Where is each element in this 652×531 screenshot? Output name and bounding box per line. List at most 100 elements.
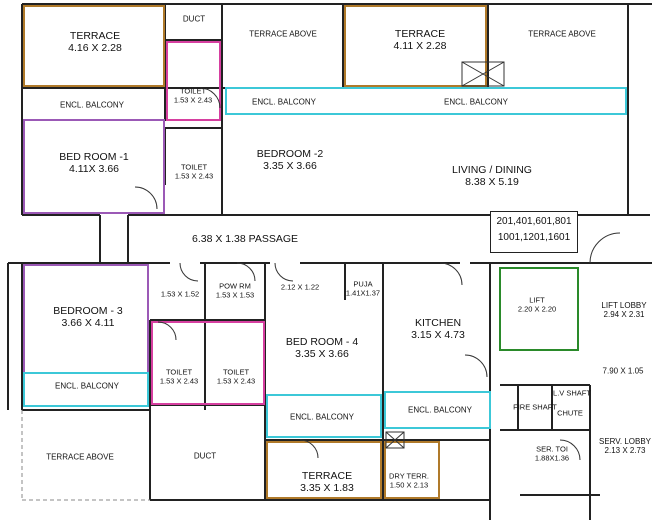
pow-rm-label: POW RM 1.53 X 1.53 [216,282,254,299]
room-dim: 2.12 X 1.22 [280,282,320,292]
room-dim: 1.88X1.36 [534,453,570,462]
room-dim: 1.53 X 2.43 [173,95,213,104]
room-dim: 1.53 X 2.43 [159,376,199,385]
unit-numbers-line2: 1001,1201,1601 [497,232,571,243]
room-dim: 8.38 X 5.19 [465,176,519,188]
puja-label: PUJA 1.41X1.37 [346,280,380,297]
room-name: TOILET [165,367,193,377]
room-name: TERRACE ABOVE [249,29,317,39]
bedroom-2-label: BEDROOM -2 3.35 X 3.66 [257,148,324,172]
duct-top-label: DUCT [183,14,205,23]
room-dim: 1.50 X 2.13 [389,480,429,489]
room-dim: 4.11 X 2.28 [393,40,447,52]
toilet-low-a-label: TOILET 1.53 X 2.43 [160,368,198,385]
room-dim: 3.35 X 3.66 [295,348,349,360]
bedroom-4-label: BED ROOM - 4 3.35 X 3.66 [286,336,358,360]
room-name: LIFT [529,295,545,305]
space-153-label: 1.53 X 1.52 [160,289,200,300]
living-dining-label: LIVING / DINING 8.38 X 5.19 [452,164,532,188]
lift-label: LIFT 2.20 X 2.20 [518,296,556,313]
room-name: TOILET [179,86,207,96]
room-name: BEDROOM -2 [256,147,324,160]
room-name: ENCL. BALCONY [59,100,125,110]
room-name: KITCHEN [414,316,462,329]
encl-balcony-kitchen-label: ENCL. BALCONY [408,405,472,414]
room-dim: 1.53 X 1.52 [160,289,200,299]
room-dim: 2.94 X 2.31 [603,310,645,319]
room-dim: 3.15 X 4.73 [411,329,465,341]
room-name: FIRE SHAFT [513,402,557,412]
chute-label: CHUTE [557,408,583,419]
corridor-label: 7.90 X 1.05 [603,366,644,375]
room-dim: 3.66 X 4.11 [61,317,115,329]
room-name: PUJA [353,279,373,289]
room-name: POW RM [219,281,251,291]
room-dim: 7.90 X 1.05 [602,366,644,376]
room-dim: 2.20 X 2.20 [517,304,557,313]
room-dim: 1.53 X 2.43 [174,171,214,180]
room-dim: 4.11X 3.66 [68,163,119,175]
room-dim: 2.13 X 2.73 [604,446,646,455]
room-name: BED ROOM - 4 [285,335,359,348]
room-dim: 1.53 X 2.43 [216,376,256,385]
room-name: ENCL. BALCONY [54,381,120,391]
room-name: DRY TERR. [388,471,430,481]
room-name: ENCL. BALCONY [407,405,473,415]
room-name: LIFT LOBBY [601,300,647,310]
lift-lobby-label: LIFT LOBBY 2.94 X 2.31 [601,301,646,319]
room-name: CHUTE [557,408,583,418]
room-name: SERV. LOBBY [598,436,652,446]
room-name: ENCL. BALCONY [251,97,317,107]
room-dim: 1.53 X 1.53 [215,290,255,299]
room-name: DUCT [193,451,217,461]
fire-shaft-label: FIRE SHAFT [513,402,557,413]
bedroom-3-label: BEDROOM - 3 3.66 X 4.11 [53,305,122,329]
room-name: TERRACE [394,27,446,40]
encl-balcony-b3-label: ENCL. BALCONY [55,381,119,390]
room-name: SER. TOI [536,444,568,454]
room-dim: 1.41X1.37 [345,288,381,297]
room-dim: 3.35 X 3.66 [263,160,317,172]
encl-balcony-top-right-label: ENCL. BALCONY [444,97,508,106]
encl-balcony-top-mid-label: ENCL. BALCONY [252,97,316,106]
lv-shaft-label: L.V SHAFT [553,388,591,399]
toilet-low-b-label: TOILET 1.53 X 2.43 [217,368,255,385]
room-name: 6.38 X 1.38 PASSAGE [191,232,299,245]
ser-toilet-label: SER. TOI 1.88X1.36 [535,445,569,462]
room-name: TERRACE [301,469,353,482]
kitchen-label: KITCHEN 3.15 X 4.73 [411,317,465,341]
room-name: TERRACE ABOVE [46,452,114,462]
encl-balcony-top-left-label: ENCL. BALCONY [60,100,124,109]
room-dim: 4.16 X 2.28 [68,42,122,54]
bedroom-1-label: BED ROOM -1 4.11X 3.66 [59,151,128,175]
encl-balcony-b4-label: ENCL. BALCONY [290,412,354,421]
room-name: DUCT [182,14,206,24]
toilet-top-a-label: TOILET 1.53 X 2.43 [174,87,212,104]
dry-terrace-label: DRY TERR. 1.50 X 2.13 [389,472,429,489]
room-name: ENCL. BALCONY [443,97,509,107]
room-name: TERRACE [69,29,121,42]
unit-numbers-line1: 201,401,601,801 [496,216,572,227]
unit-numbers-box: 201,401,601,801 1001,1201,1601 [490,211,578,253]
toilet-top-b-label: TOILET 1.53 X 2.43 [175,163,213,180]
room-name: BEDROOM - 3 [53,304,123,317]
terrace-above-top-left-label: TERRACE ABOVE [249,29,317,38]
room-name: ENCL. BALCONY [289,412,355,422]
terrace-bottom-label: TERRACE 3.35 X 1.83 [300,470,354,494]
terrace-top-right-label: TERRACE 4.11 X 2.28 [394,28,447,52]
room-name: TOILET [222,367,250,377]
serv-lobby-label: SERV. LOBBY 2.13 X 2.73 [599,437,651,455]
passage-label: 6.38 X 1.38 PASSAGE [192,233,298,245]
terrace-above-top-right-label: TERRACE ABOVE [528,29,596,38]
terrace-left-label: TERRACE 4.16 X 2.28 [68,30,122,54]
room-name: LIVING / DINING [452,163,532,176]
room-dim: 3.35 X 1.83 [300,482,354,494]
space-212-label: 2.12 X 1.22 [280,282,320,293]
room-name: TERRACE ABOVE [528,29,596,39]
room-name: TOILET [180,162,208,172]
room-name: L.V SHAFT [553,388,591,398]
terrace-above-bottom-label: TERRACE ABOVE [46,452,114,461]
room-name: BED ROOM -1 [59,150,129,163]
